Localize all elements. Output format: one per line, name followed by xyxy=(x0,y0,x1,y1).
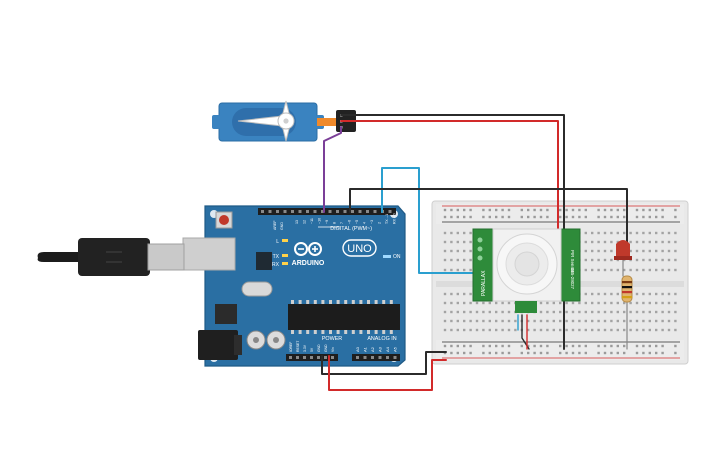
breadboard-top-rail-holes xyxy=(443,208,677,219)
led xyxy=(614,240,632,260)
uno-label: UNO xyxy=(347,243,372,255)
arduino-logo xyxy=(294,242,322,256)
power-pin-label: IOREF xyxy=(289,342,293,352)
servo-horn[interactable] xyxy=(237,100,295,142)
resistor xyxy=(621,275,633,303)
digital-header xyxy=(258,208,396,215)
wire-servo-signal xyxy=(323,126,342,213)
digital-pin-label: ~6 xyxy=(348,220,352,224)
wire-pir-signal xyxy=(381,167,474,274)
digital-pin-label: 13 xyxy=(295,220,299,224)
power-on-led xyxy=(383,255,391,258)
wire-led-signal xyxy=(349,188,628,245)
rx-led xyxy=(282,262,288,265)
aref-label: AREF xyxy=(273,220,277,230)
digital-pin-label: 2 xyxy=(378,222,382,224)
power-pin-label: GND xyxy=(317,344,321,352)
rx-led-label: RX xyxy=(272,262,280,268)
wire-gnd-rail xyxy=(321,351,447,375)
digital-pin-label: ~5 xyxy=(355,220,359,224)
tx-led-label: TX xyxy=(273,254,280,260)
analog-pin-label: A0 xyxy=(355,346,360,352)
power-pin-label: Vin xyxy=(331,347,335,352)
servo-motor xyxy=(212,100,356,142)
digital-pin-label: ~10 xyxy=(318,218,322,224)
digital-pin-label: 7 xyxy=(340,222,344,224)
usb-plug xyxy=(78,238,150,276)
analog-pin-label: A5 xyxy=(393,346,398,352)
usb-cable xyxy=(37,238,185,276)
power-pin-label: 3.3V xyxy=(303,344,307,352)
digital-pin-label: 12 xyxy=(303,220,307,224)
power-pin-label: RESET xyxy=(296,341,300,352)
digital-pin-label: ~3 xyxy=(370,220,374,224)
digital-label: DIGITAL (PWM~) xyxy=(330,226,372,232)
arduino-brand: ARDUINO xyxy=(292,260,325,267)
power-pin-label: GND xyxy=(324,344,328,352)
analog-pin-label: A2 xyxy=(370,346,375,352)
l-led xyxy=(282,239,288,242)
wire-5v-rail xyxy=(328,355,447,391)
uno-badge xyxy=(342,239,377,257)
digital-pin-label: RX←0 xyxy=(393,213,397,224)
digital-pin-label: ~11 xyxy=(310,218,314,224)
analog-pin-label: A4 xyxy=(385,346,390,352)
l-led-label: L xyxy=(276,239,279,245)
power-pin-label: 5V xyxy=(310,347,314,352)
pir-part-no: 555-28027 xyxy=(570,268,575,290)
analog-pin-label: A1 xyxy=(363,346,368,352)
digital-pin-label: ~9 xyxy=(325,220,329,224)
arduino-uno: L TX RX ON ARDUINO UNO DIGITAL (PWM~) AR… xyxy=(182,205,406,367)
power-label: POWER xyxy=(322,336,342,342)
pir-brand: PARALLAX xyxy=(481,270,487,296)
usb-port xyxy=(182,237,236,271)
wire-servo-power xyxy=(340,120,559,231)
pir-sensor: PARALLAX PIR Sensor 555-28027 xyxy=(472,228,581,313)
gnd-label: GND xyxy=(280,222,284,230)
digital-pin-label: 8 xyxy=(333,222,337,224)
digital-pin-label: 4 xyxy=(363,222,367,224)
analog-pin-label: A3 xyxy=(378,346,383,352)
atmega-chip xyxy=(288,304,400,330)
reset-button-cap[interactable] xyxy=(219,215,229,225)
breadboard-bottom-rail-holes xyxy=(443,344,677,355)
on-led-label: ON xyxy=(393,254,401,260)
analog-header xyxy=(352,354,400,361)
digital-pin-label: TX→1 xyxy=(385,214,389,224)
analog-label: ANALOG IN xyxy=(367,336,396,342)
tx-led xyxy=(282,254,288,257)
pir-side-text: PIR Sensor xyxy=(570,250,575,273)
power-jack xyxy=(198,330,238,360)
